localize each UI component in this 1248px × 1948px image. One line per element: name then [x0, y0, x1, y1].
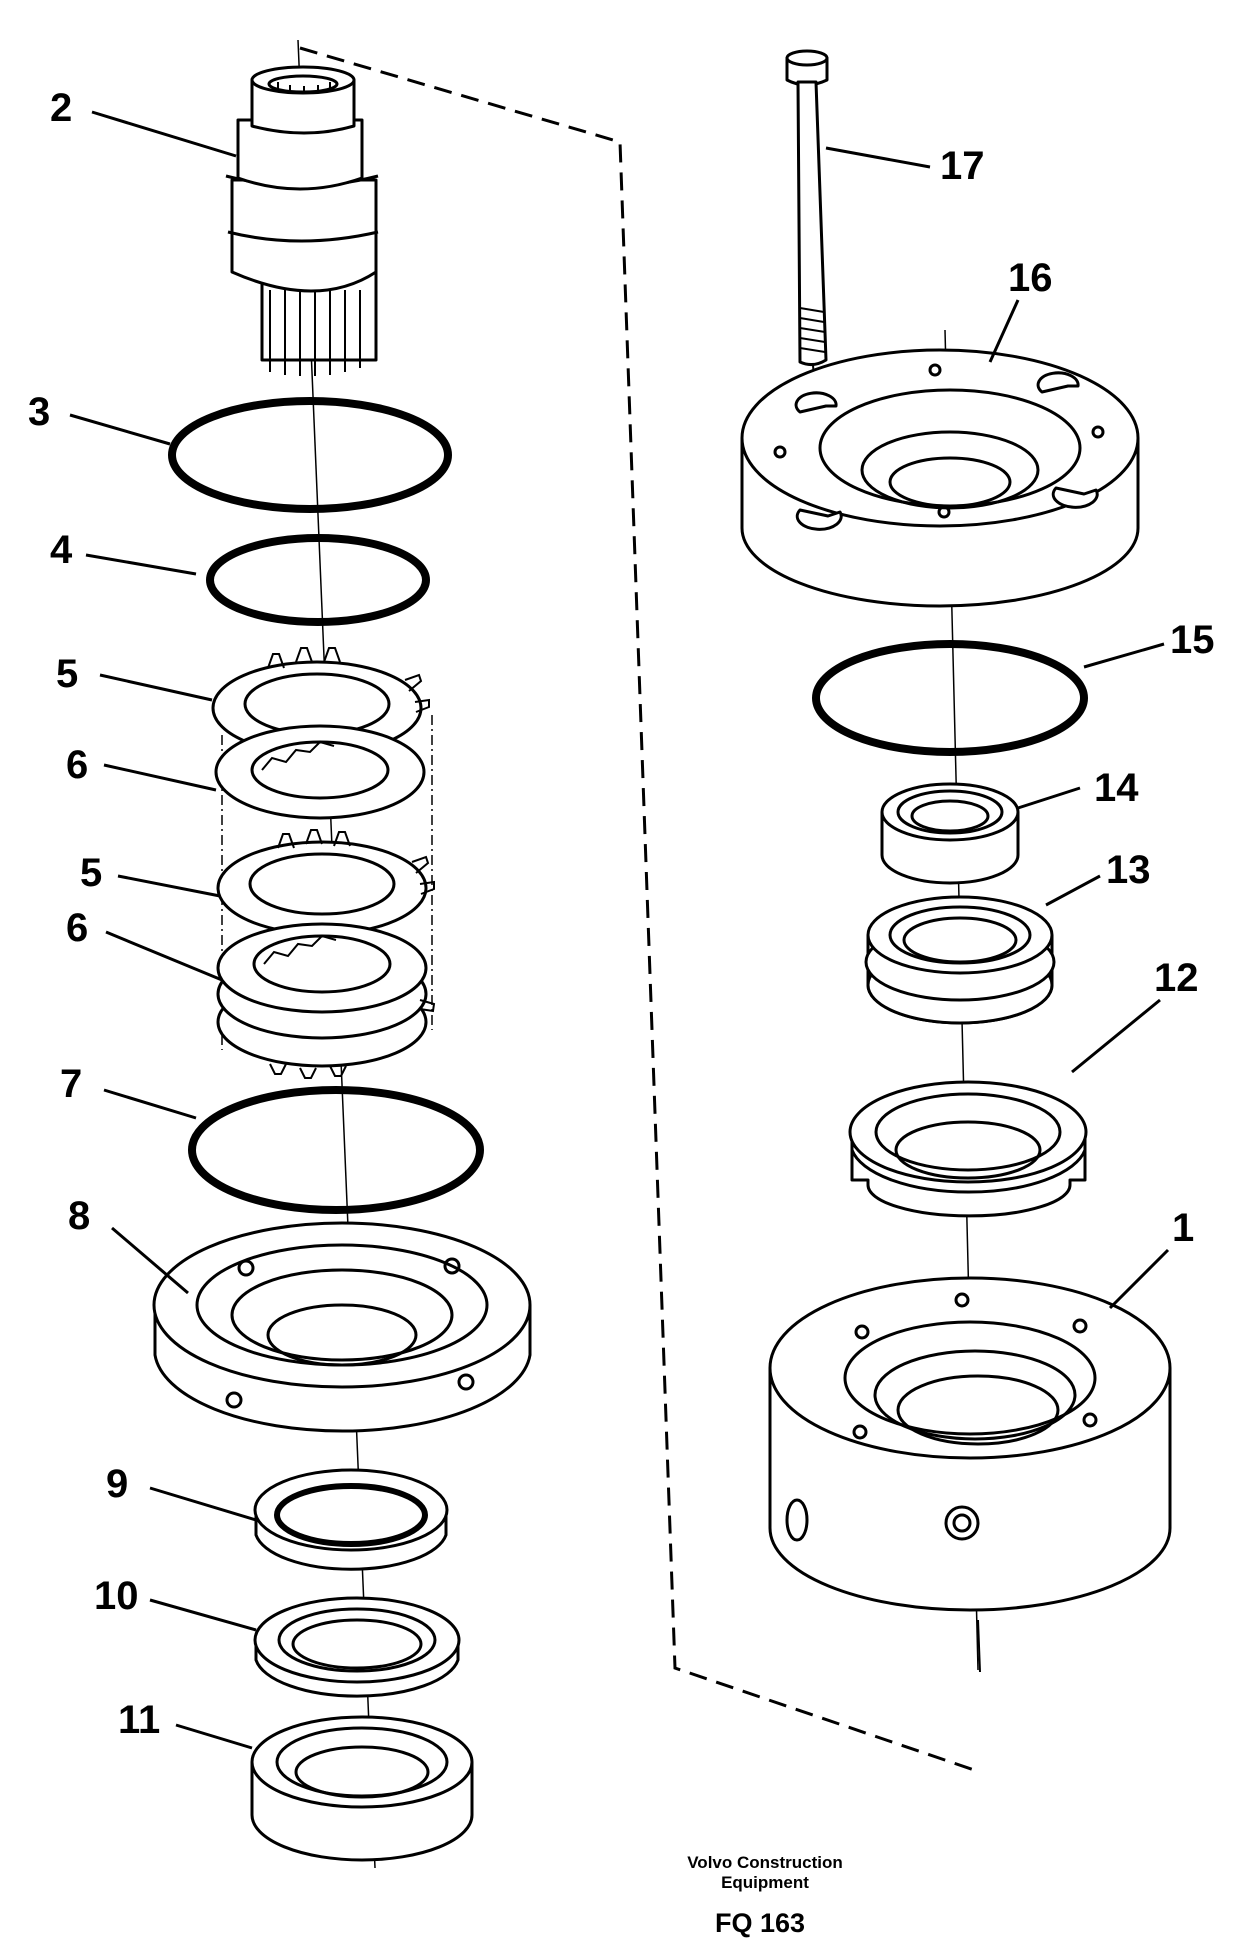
leader-15: [1083, 642, 1165, 669]
callout-9: 9: [106, 1462, 129, 1506]
part-4-o-ring: [206, 534, 430, 626]
callout-14: 14: [1094, 766, 1139, 810]
leader-lines: [69, 110, 1170, 1750]
leader-6b: [105, 930, 223, 982]
leader-12: [1071, 998, 1161, 1074]
callout-7: 7: [60, 1062, 83, 1106]
part-6-upper-steel-plate: [214, 724, 426, 820]
part-5-lower-friction-disc: [216, 829, 435, 936]
callout-12: 12: [1154, 956, 1199, 1000]
leader-8: [111, 1226, 189, 1295]
callout-2: 2: [50, 86, 73, 130]
part-13-seal-carrier: [864, 895, 1056, 1025]
callout-17: 17: [940, 144, 985, 188]
publisher-label: Volvo Construction Equipment: [640, 1853, 890, 1892]
leader-1: [1108, 1248, 1170, 1310]
assembly-dashed-frame: [299, 46, 981, 1774]
callout-16: 16: [1008, 256, 1053, 300]
callout-1: 1: [1172, 1206, 1195, 1250]
callout-15: 15: [1170, 618, 1215, 662]
publisher-line-1: Volvo Construction: [687, 1853, 843, 1872]
callout-5-upper: 5: [56, 652, 79, 696]
part-16-cover-housing: [740, 348, 1140, 608]
part-15-o-ring: [812, 640, 1088, 756]
callout-3: 3: [28, 390, 51, 434]
part-3-o-ring: [168, 397, 452, 513]
leader-9: [149, 1486, 257, 1522]
callout-6-upper: 6: [66, 743, 89, 787]
part-7-o-ring: [188, 1086, 484, 1214]
callout-10: 10: [94, 1574, 139, 1618]
part-1-main-housing: [768, 1276, 1172, 1673]
leader-7: [103, 1088, 197, 1120]
leader-2: [91, 110, 237, 158]
part-8-flange-plate: [152, 1221, 532, 1433]
leader-16: [988, 299, 1020, 363]
callout-4: 4: [50, 528, 73, 572]
figure-id: FQ 163: [714, 1908, 806, 1938]
part-11-bearing: [250, 1715, 474, 1862]
leader-4: [85, 553, 197, 576]
leader-10: [149, 1598, 257, 1632]
part-14-bearing: [880, 782, 1020, 885]
leader-3: [69, 413, 171, 446]
part-10-seal-ring: [253, 1596, 461, 1698]
leader-17: [825, 146, 931, 169]
leader-11: [175, 1723, 253, 1750]
callout-5-lower: 5: [80, 851, 103, 895]
leader-6a: [103, 763, 217, 792]
part-9-seal-ring: [253, 1468, 449, 1571]
leader-5a: [99, 673, 213, 702]
callout-6-lower: 6: [66, 906, 89, 950]
publisher-line-2: Equipment: [721, 1872, 809, 1892]
part-12-bushing: [848, 1080, 1088, 1218]
part-17-bolt: [785, 49, 829, 393]
callout-8: 8: [68, 1194, 91, 1238]
part-2-pinion-shaft: [225, 65, 379, 376]
leader-13: [1045, 874, 1101, 907]
leader-5b: [117, 874, 221, 898]
leader-14: [1017, 786, 1081, 810]
callout-13: 13: [1106, 848, 1151, 892]
callout-11: 11: [118, 1698, 161, 1742]
part-6-lower-steel-plate: [216, 922, 436, 1079]
